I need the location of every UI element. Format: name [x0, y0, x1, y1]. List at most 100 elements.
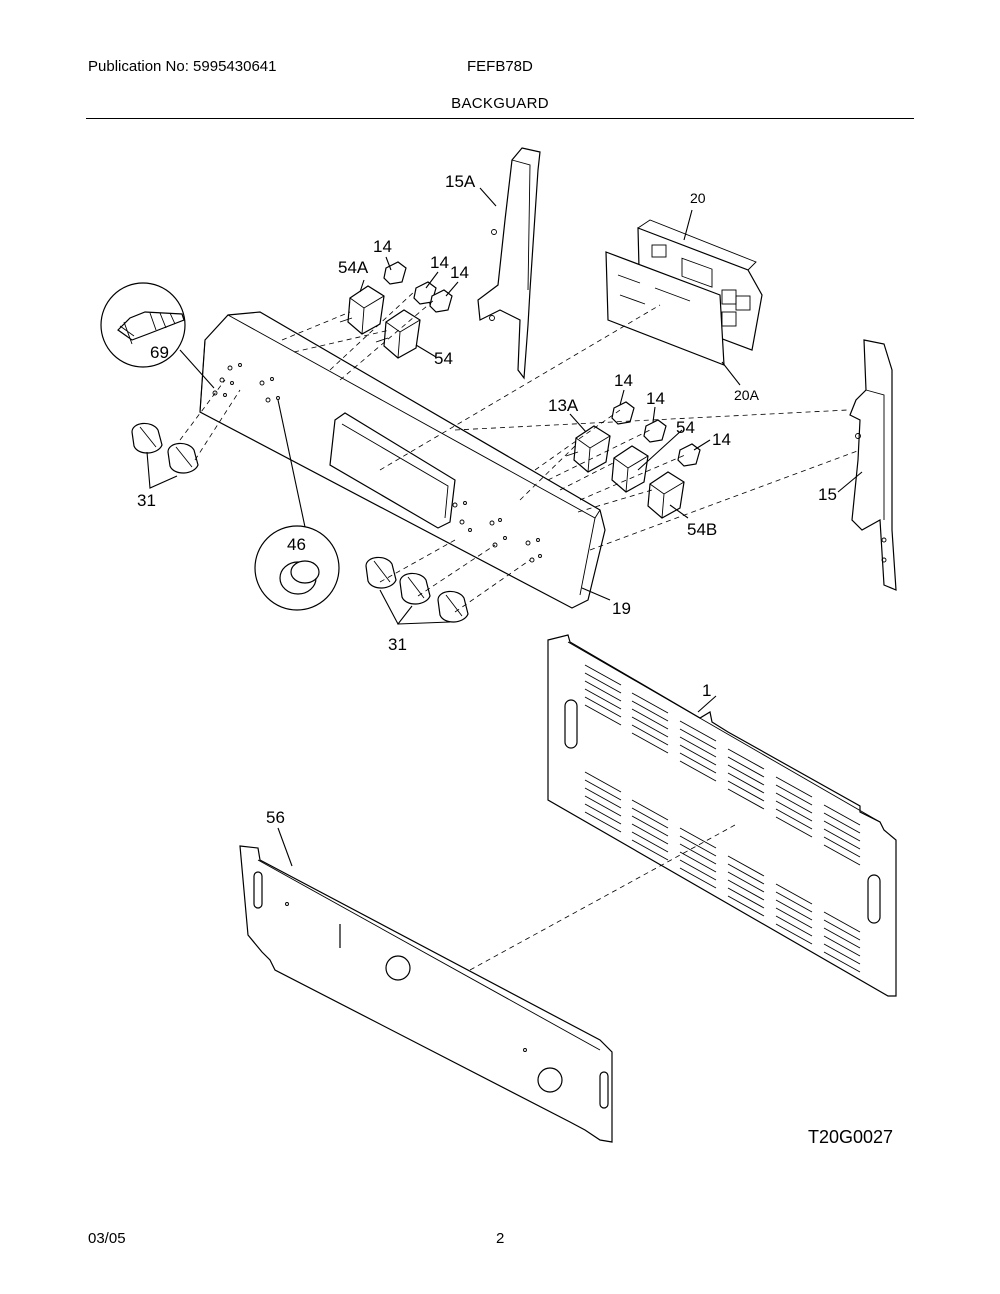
vent-slot	[679, 760, 717, 782]
callout-46: 46	[287, 535, 306, 554]
vent-slot	[631, 716, 669, 738]
part-15a-bracket	[477, 147, 541, 380]
vent-slot	[823, 943, 861, 965]
part-54-switch-mid	[611, 445, 649, 493]
vent-slot	[727, 863, 765, 885]
callout-19: 19	[612, 599, 631, 618]
vent-slot	[775, 907, 813, 929]
diagram-code: T20G0027	[808, 1127, 893, 1147]
vent-slot	[775, 784, 813, 806]
callout-labels: 15A 20 20A 14 14 14 54A 54 69 31 13A 14 …	[137, 172, 893, 1147]
callout-31-left: 31	[137, 491, 156, 510]
vent-slot	[679, 752, 717, 774]
vent-slot	[823, 804, 861, 826]
vent-slot	[584, 779, 622, 801]
callout-54b: 54B	[687, 520, 717, 539]
callout-54-mid: 54	[676, 418, 695, 437]
vent-slot	[727, 772, 765, 794]
part-14-switch-a	[383, 261, 407, 285]
part-19-control-panel	[199, 311, 606, 609]
assembly-dashed-lines	[179, 289, 861, 971]
vent-slot	[775, 776, 813, 798]
vent-slot	[584, 680, 622, 702]
callout-14-f: 14	[712, 430, 731, 449]
callout-20: 20	[690, 190, 706, 206]
callout-20a: 20A	[734, 387, 760, 403]
vent-slot	[631, 815, 669, 837]
vent-slot	[823, 836, 861, 858]
leader-lines	[277, 187, 863, 867]
header-rule	[86, 118, 914, 119]
vent-slot	[631, 692, 669, 714]
callout-56: 56	[266, 808, 285, 827]
vent-slot	[679, 859, 717, 881]
section-title: BACKGUARD	[451, 95, 549, 112]
vent-slot	[631, 831, 669, 853]
vent-slot	[584, 672, 622, 694]
vent-slot	[727, 879, 765, 901]
callout-69: 69	[150, 343, 169, 362]
publication-number: Publication No: 5995430641	[88, 58, 277, 75]
vent-slot	[584, 795, 622, 817]
vent-slot	[775, 923, 813, 945]
vent-slot	[584, 803, 622, 825]
part-31-knobs-left	[131, 422, 199, 489]
part-15-bracket	[849, 339, 897, 591]
callout-13a: 13A	[548, 396, 579, 415]
vent-slot	[727, 780, 765, 802]
callout-14-c: 14	[450, 263, 469, 282]
part-69-screw-detail	[100, 282, 215, 389]
vent-slot	[823, 820, 861, 842]
vent-slot	[679, 851, 717, 873]
vent-slot	[584, 664, 622, 686]
vent-slot	[679, 728, 717, 750]
callout-14-d: 14	[614, 371, 633, 390]
vent-slot	[775, 808, 813, 830]
vent-slot	[631, 700, 669, 722]
vent-slot	[631, 807, 669, 829]
part-14-switch-f	[677, 443, 701, 467]
vent-slot	[823, 812, 861, 834]
part-14-switch-d	[611, 401, 635, 425]
vent-slot	[823, 828, 861, 850]
vent-slot	[584, 696, 622, 718]
vent-slot	[584, 811, 622, 833]
part-31-knobs-bottom	[365, 556, 469, 626]
vent-slot	[823, 911, 861, 933]
vent-slot	[775, 792, 813, 814]
callout-15: 15	[818, 485, 837, 504]
footer-date: 03/05	[88, 1230, 126, 1247]
callout-14-b: 14	[430, 253, 449, 272]
vent-slot	[679, 835, 717, 857]
page-number: 2	[496, 1230, 505, 1247]
vent-slot	[631, 823, 669, 845]
vent-slot	[823, 927, 861, 949]
vent-slot	[775, 891, 813, 913]
vent-slot	[775, 915, 813, 937]
part-54a-switch	[339, 285, 385, 335]
vent-slot	[584, 688, 622, 710]
vent-slot	[823, 935, 861, 957]
vent-slot	[631, 839, 669, 861]
vent-slot	[679, 827, 717, 849]
part-56-lower-panel	[239, 845, 613, 1143]
vent-slot	[727, 895, 765, 917]
vent-slot	[823, 919, 861, 941]
vent-slot	[584, 704, 622, 726]
callout-15a: 15A	[445, 172, 476, 191]
vent-slot	[679, 867, 717, 889]
part-54-switch-top	[375, 309, 421, 359]
vent-slot	[679, 744, 717, 766]
callout-1: 1	[702, 681, 711, 700]
part-14-switch-e	[643, 419, 667, 443]
callout-54-top: 54	[434, 349, 453, 368]
vent-slot	[584, 787, 622, 809]
vent-slot	[727, 855, 765, 877]
vent-slot	[631, 732, 669, 754]
callout-14-a: 14	[373, 237, 392, 256]
vent-slot	[727, 788, 765, 810]
vent-slot	[775, 800, 813, 822]
vent-slot	[631, 724, 669, 746]
vent-slot	[584, 771, 622, 793]
